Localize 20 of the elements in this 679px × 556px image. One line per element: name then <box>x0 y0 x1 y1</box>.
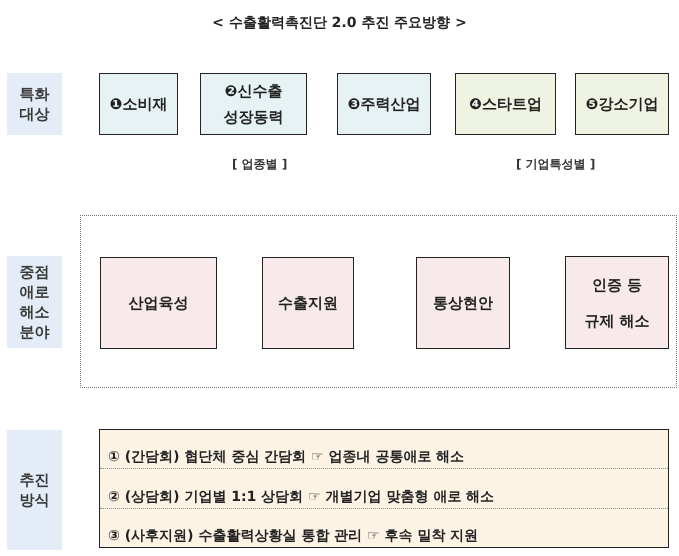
group-caption: [ 업종별 ] <box>232 156 288 173</box>
diagram-title: < 수출활력촉진단 2.0 추진 주요방향 > <box>212 15 467 31</box>
dotted-frame <box>80 215 677 388</box>
list-item: ③ (사후지원) 수출활력상황실 통합 관리 ☞ 후속 밀착 지원 <box>100 508 668 547</box>
category-box: ❺강소기업 <box>575 73 669 135</box>
category-box: ❷신수출 성장동력 <box>200 73 307 135</box>
category-box: ❶소비재 <box>99 73 178 135</box>
focus-area-box: 통상현안 <box>416 257 510 349</box>
category-box: ❹스타트업 <box>455 73 556 135</box>
focus-area-box: 수출지원 <box>262 257 354 349</box>
row-header-band: 중점 애로 해소 분야 <box>7 256 62 348</box>
category-box: ❸주력산업 <box>337 73 431 135</box>
group-caption: [ 기업특성별 ] <box>516 156 596 173</box>
list-item: ② (상담회) 기업별 1:1 상담회 ☞ 개별기업 맞춤형 애로 해소 <box>100 468 668 508</box>
row-header-band: 추진 방식 <box>7 430 62 550</box>
row-header-band: 특화 대상 <box>7 73 62 135</box>
focus-area-box: 인증 등 규제 해소 <box>565 256 669 349</box>
focus-area-box: 산업육성 <box>100 257 217 349</box>
list-item: ① (간담회) 협단체 중심 간담회 ☞ 업종내 공통애로 해소 <box>107 448 466 468</box>
method-panel <box>99 429 669 548</box>
